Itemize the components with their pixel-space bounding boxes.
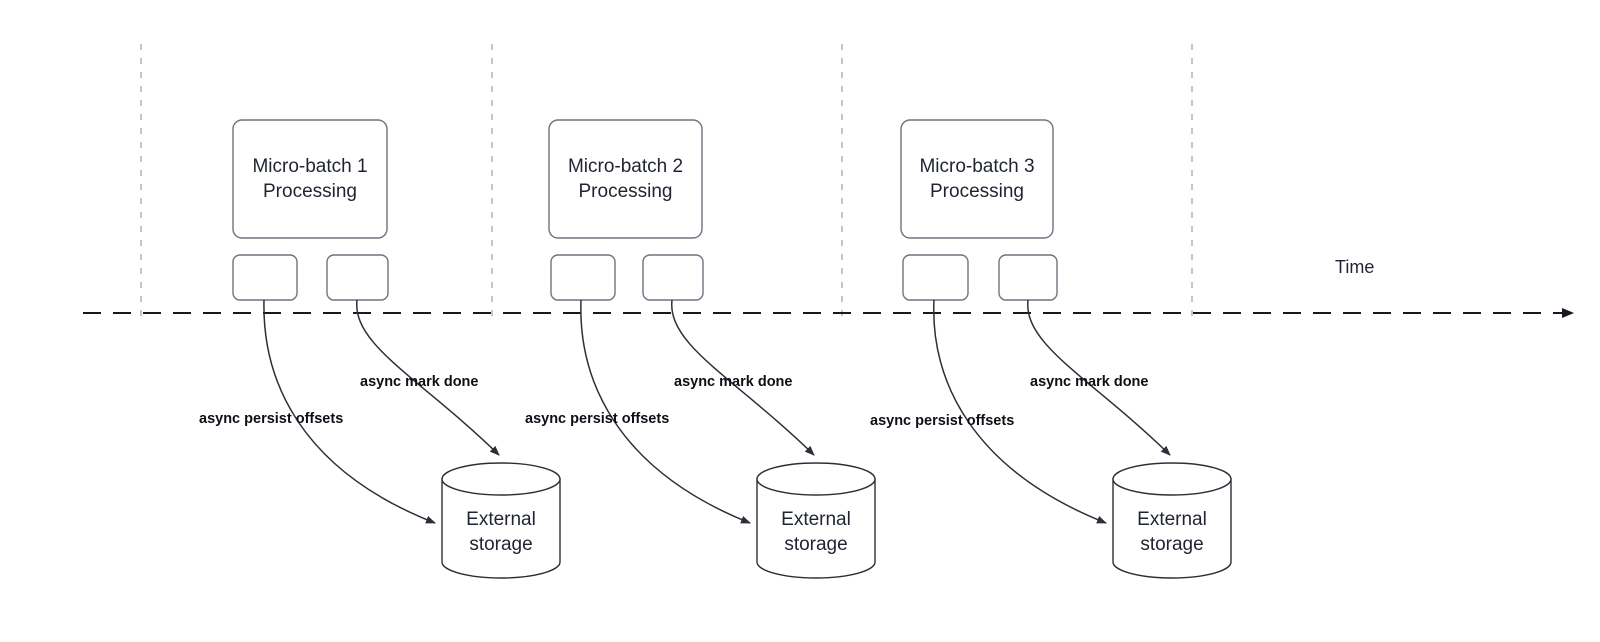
micro-batch-title-line2-3: Processing bbox=[930, 181, 1024, 202]
micro-batch-title-line1-3: Micro-batch 3 bbox=[919, 156, 1034, 177]
external-storage-label-line2-1: storage bbox=[469, 534, 532, 555]
external-storage-cylinder-top-3 bbox=[1112, 462, 1232, 496]
mark-done-task-1[interactable] bbox=[326, 254, 389, 301]
async-persist-offsets-label-3: async persist offsets bbox=[870, 413, 1014, 429]
async-persist-offsets-arrow-1 bbox=[263, 299, 436, 524]
async-mark-done-arrow-1 bbox=[356, 299, 500, 456]
async-mark-done-label-1: async mark done bbox=[360, 374, 478, 390]
mark-done-task-2[interactable] bbox=[642, 254, 704, 301]
micro-batch-box-3[interactable] bbox=[900, 119, 1054, 239]
timeline-axis: Time bbox=[83, 257, 1574, 318]
async-mark-done-arrow-2 bbox=[671, 299, 815, 456]
micro-batch-title-line2-2: Processing bbox=[579, 181, 673, 202]
micro-batch-box-1[interactable] bbox=[232, 119, 388, 239]
external-storage-label-line2-3: storage bbox=[1140, 534, 1203, 555]
mark-done-task-3[interactable] bbox=[998, 254, 1058, 301]
async-persist-offsets-arrow-3 bbox=[933, 299, 1107, 524]
async-mark-done-arrow-3 bbox=[1027, 299, 1171, 456]
external-storage-cylinder-top-1 bbox=[441, 462, 561, 496]
external-storage-cylinder-body-2[interactable] bbox=[756, 478, 876, 579]
persist-offsets-task-3[interactable] bbox=[902, 254, 969, 301]
persist-offsets-task-1[interactable] bbox=[232, 254, 298, 301]
time-axis-label: Time bbox=[1335, 257, 1374, 277]
external-storage-label-line1-2: External bbox=[781, 509, 851, 530]
external-storage-label-line2-2: storage bbox=[784, 534, 847, 555]
micro-batch-box-2[interactable] bbox=[548, 119, 703, 239]
micro-batch-title-line2-1: Processing bbox=[263, 181, 357, 202]
external-storage-label-line1-1: External bbox=[466, 509, 536, 530]
external-storage-cylinder-top-2 bbox=[756, 462, 876, 496]
async-persist-offsets-label-1: async persist offsets bbox=[199, 411, 343, 427]
batch-boundary-lines bbox=[140, 44, 1193, 322]
async-mark-done-label-3: async mark done bbox=[1030, 374, 1148, 390]
external-storage-cylinder-body-3[interactable] bbox=[1112, 478, 1232, 579]
micro-batch-title-line1-1: Micro-batch 1 bbox=[252, 156, 367, 177]
external-storage-cylinder-body-1[interactable] bbox=[441, 478, 561, 579]
external-storage-label-line1-3: External bbox=[1137, 509, 1207, 530]
async-persist-offsets-arrow-2 bbox=[580, 299, 751, 524]
persist-offsets-task-2[interactable] bbox=[550, 254, 616, 301]
async-persist-offsets-label-2: async persist offsets bbox=[525, 411, 669, 427]
async-mark-done-label-2: async mark done bbox=[674, 374, 792, 390]
micro-batch-title-line1-2: Micro-batch 2 bbox=[568, 156, 683, 177]
